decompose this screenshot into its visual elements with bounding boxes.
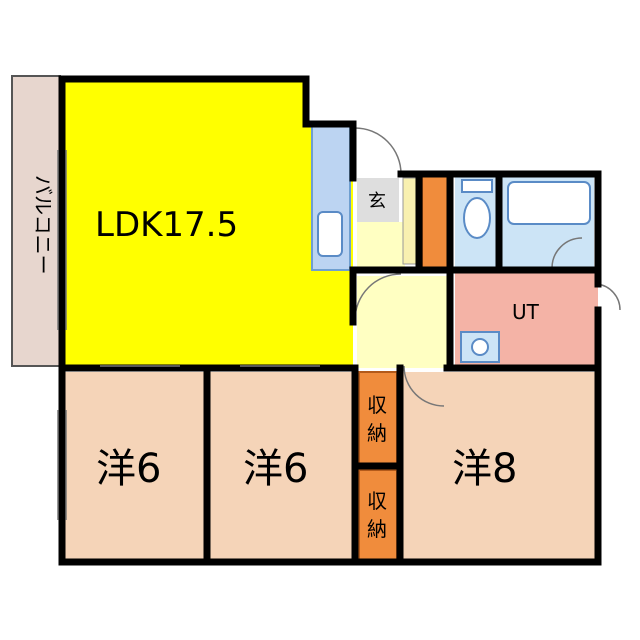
storage-closet-lower (358, 469, 398, 563)
western-right-label: 洋8 (452, 446, 517, 492)
ldk-label: LDK17.5 (95, 205, 238, 245)
balcony-area (11, 75, 61, 367)
genkan-area (357, 178, 399, 222)
shoe-storage (402, 177, 418, 265)
toilet-tank-icon (461, 179, 493, 193)
storage-upper-label-1: 収 (367, 393, 387, 417)
hall-lower (357, 276, 447, 368)
toilet-bowl-icon (463, 197, 491, 239)
storage-lower-label-2: 納 (367, 517, 387, 541)
walls (58, 75, 602, 566)
bathtub-icon (507, 181, 591, 225)
kitchen-sink-icon (317, 211, 343, 257)
washbasin-bowl-icon (471, 338, 489, 356)
hall-upper (357, 222, 405, 268)
western-mid-label: 洋6 (243, 446, 308, 492)
windows (57, 150, 320, 520)
storage-lower-label-1: 収 (367, 489, 387, 513)
genkan-label: 玄 (368, 191, 386, 212)
western-room-right (402, 372, 598, 562)
western-left-label: 洋6 (96, 446, 161, 492)
ut-label: UT (512, 300, 540, 324)
storage-upper-label-2: 納 (367, 421, 387, 445)
western-room-mid (210, 372, 353, 562)
balcony-label: バルコニー (31, 175, 55, 275)
ldk-room (62, 79, 353, 368)
storage-closet-upper (358, 371, 398, 465)
western-room-left (62, 372, 205, 562)
storage-entrance (421, 175, 449, 269)
